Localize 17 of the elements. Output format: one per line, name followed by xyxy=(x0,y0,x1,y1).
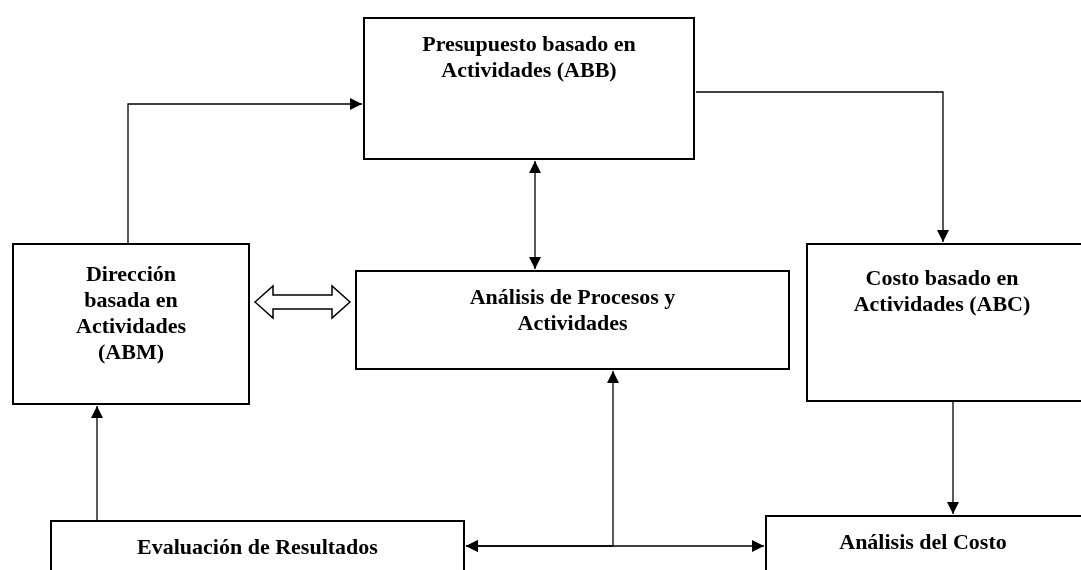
arrow xyxy=(529,160,541,270)
arrow xyxy=(91,405,103,521)
process-box xyxy=(363,17,695,160)
process-box xyxy=(12,243,250,405)
arrow xyxy=(127,98,363,244)
process-box xyxy=(806,243,1081,402)
arrow xyxy=(465,540,765,552)
arrow xyxy=(695,91,949,243)
process-box xyxy=(355,270,790,370)
box-label: Análisis de Procesos y Actividades xyxy=(468,283,677,336)
box-label: Presupuesto basado en Actividades (ABB) xyxy=(421,30,637,83)
box-label: Costo basado en Actividades (ABC) xyxy=(852,264,1032,317)
box-label: Análisis del Costo xyxy=(839,528,1008,555)
box-label: Evaluación de Resultados xyxy=(137,533,378,560)
arrow xyxy=(947,401,959,515)
box-label: Dirección basada en Actividades (ABM) xyxy=(75,260,187,365)
double-arrow xyxy=(253,284,352,320)
